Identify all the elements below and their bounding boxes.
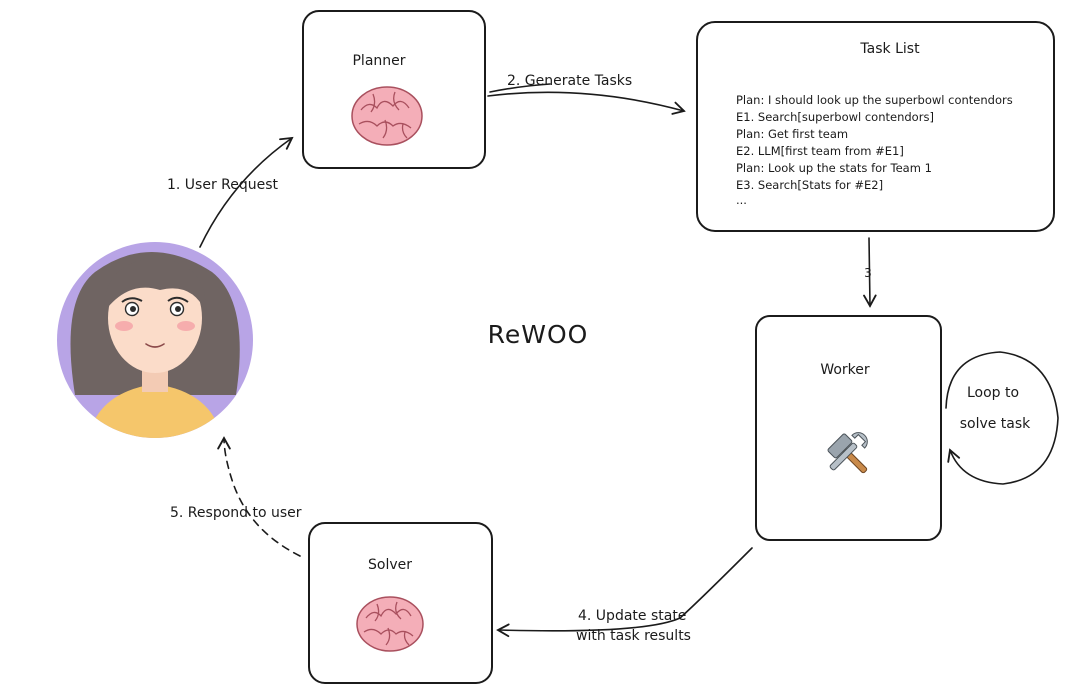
edge-update-state — [496, 547, 753, 638]
loop-node: Loop to solve task — [945, 351, 1059, 485]
solver-label: Solver — [368, 557, 412, 573]
edge-label-update-state-line2: with task results — [576, 628, 691, 644]
task-list-node: Task List Plan: I should look up the sup… — [696, 21, 1055, 232]
user-avatar-icon — [57, 242, 253, 438]
brain-icon — [356, 596, 424, 652]
edge-generate-tasks — [487, 91, 686, 115]
loop-label-line2: solve task — [960, 416, 1031, 432]
task-list-label: Task List — [859, 41, 920, 57]
edge-label-step-3: 3 — [864, 266, 872, 280]
worker-node: Worker — [755, 315, 942, 541]
task-line-1: Plan: I should look up the superbowl con… — [736, 93, 1013, 107]
task-line-6: E3. Search[Stats for #E2] — [736, 178, 883, 192]
task-line-4: E2. LLM[first team from #E1] — [736, 144, 904, 158]
planner-label: Planner — [352, 53, 405, 69]
task-line-5: Plan: Look up the stats for Team 1 — [736, 161, 932, 175]
edge-respond-to-user — [217, 436, 301, 557]
planner-node: Planner — [302, 10, 486, 169]
edge-label-respond-to-user: 5. Respond to user — [170, 505, 302, 521]
hammer-and-wrench-icon — [827, 432, 868, 474]
diagram-title: ReWOO — [488, 320, 589, 349]
task-line-3: Plan: Get first team — [736, 127, 848, 141]
edge-user-request — [199, 136, 294, 248]
edge-label-generate-tasks: 2. Generate Tasks — [507, 73, 632, 89]
edge-label-update-state-line1: 4. Update state — [578, 608, 686, 624]
task-line-2: E1. Search[superbowl contendors] — [736, 110, 934, 124]
edge-label-user-request: 1. User Request — [167, 177, 279, 193]
solver-node: Solver — [308, 522, 493, 684]
loop-label-line1: Loop to — [967, 385, 1019, 401]
brain-icon — [351, 86, 423, 146]
edge-step-3 — [863, 237, 877, 308]
worker-label: Worker — [820, 362, 870, 378]
task-line-7: ... — [736, 193, 747, 207]
